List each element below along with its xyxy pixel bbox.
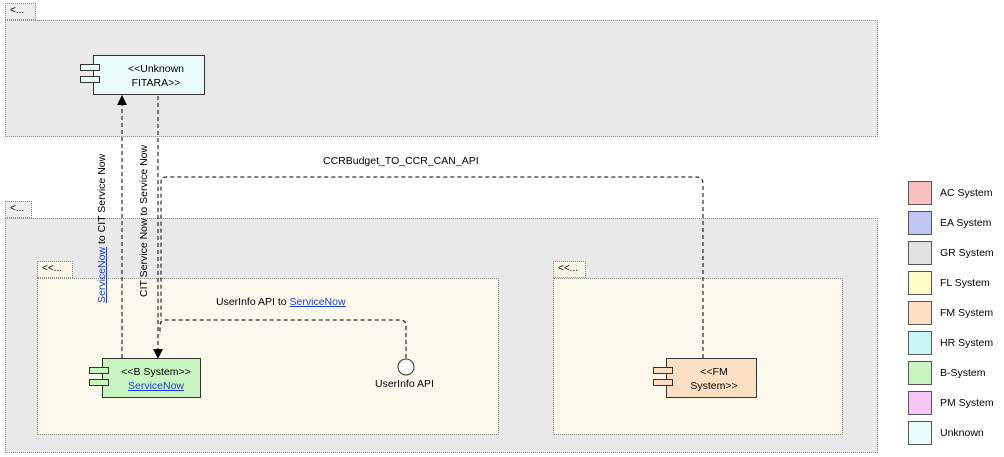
legend-label: EA System xyxy=(940,217,992,229)
unknown-fitara-stereotype-line1: <<Unknown xyxy=(127,63,185,75)
fm-system-stereotype-line2: System>> xyxy=(690,380,738,392)
legend: AC System EA System GR System FL System FM S… xyxy=(908,178,1000,448)
legend-swatch xyxy=(908,361,932,385)
userinfo-to-servicenow-label: UserInfo API to ServiceNow xyxy=(216,296,346,308)
legend-label: AC System xyxy=(940,187,993,199)
component-port-icon xyxy=(653,379,673,386)
legend-item: EA System xyxy=(908,208,1000,238)
fm-system-component[interactable]: <<FM System>> xyxy=(653,358,757,398)
component-port-icon xyxy=(653,367,673,374)
top-package-tab[interactable]: <... xyxy=(5,3,36,20)
legend-label: HR System xyxy=(940,337,994,349)
ccr-budget-connector-label: CCRBudget_TO_CCR_CAN_API xyxy=(323,155,479,167)
b-system-servicenow-component[interactable]: <<B System>> ServiceNow xyxy=(89,358,201,398)
legend-item: PM System xyxy=(908,388,1000,418)
userinfo-api-label: UserInfo API xyxy=(375,378,434,390)
legend-label: B-System xyxy=(940,367,986,379)
legend-label: Unknown xyxy=(940,427,984,439)
servicenow-to-cit-label: ServiceNow to CIT Service Now xyxy=(96,153,108,303)
component-port-icon xyxy=(89,367,109,374)
unknown-fitara-component[interactable]: <<Unknown FITARA>> xyxy=(80,55,205,95)
legend-swatch xyxy=(908,271,932,295)
legend-label: FM System xyxy=(940,307,994,319)
legend-label: FL System xyxy=(940,277,990,289)
cit-to-servicenow-label: CIT Service Now to Service Now xyxy=(138,144,150,297)
component-port-icon xyxy=(80,64,100,71)
legend-swatch xyxy=(908,181,932,205)
bottom-package-tab[interactable]: <... xyxy=(5,201,32,218)
legend-item: GR System xyxy=(908,238,1000,268)
connector-userinfo-to-servicenow[interactable] xyxy=(159,319,407,358)
legend-label: GR System xyxy=(940,247,994,259)
legend-item: Unknown xyxy=(908,418,1000,448)
inner-left-package-tab[interactable]: <<... xyxy=(37,261,73,278)
b-system-stereotype: <<B System>> xyxy=(121,366,191,378)
connector-ccr-budget[interactable] xyxy=(160,176,704,358)
legend-item: FM System xyxy=(908,298,1000,328)
legend-swatch xyxy=(908,211,932,235)
inner-right-package[interactable] xyxy=(553,278,843,435)
legend-swatch xyxy=(908,331,932,355)
inner-left-package[interactable] xyxy=(37,278,499,435)
legend-item: HR System xyxy=(908,328,1000,358)
inner-right-package-tab[interactable]: <<... xyxy=(553,261,586,278)
component-port-icon xyxy=(89,379,109,386)
legend-swatch xyxy=(908,421,932,445)
legend-label: PM System xyxy=(940,397,994,409)
component-port-icon xyxy=(80,76,100,83)
legend-item: FL System xyxy=(908,268,1000,298)
userinfo-servicenow-link[interactable]: ServiceNow xyxy=(289,296,346,308)
legend-swatch xyxy=(908,301,932,325)
fm-system-stereotype-line1: <<FM xyxy=(700,366,728,378)
unknown-fitara-stereotype-line2: FITARA>> xyxy=(131,77,181,89)
servicenow-to-cit-link[interactable]: ServiceNow xyxy=(96,246,108,303)
legend-swatch xyxy=(908,391,932,415)
legend-swatch xyxy=(908,241,932,265)
servicenow-link[interactable]: ServiceNow xyxy=(127,380,185,392)
userinfo-api-interface-icon[interactable] xyxy=(397,358,415,376)
legend-item: AC System xyxy=(908,178,1000,208)
legend-item: B-System xyxy=(908,358,1000,388)
